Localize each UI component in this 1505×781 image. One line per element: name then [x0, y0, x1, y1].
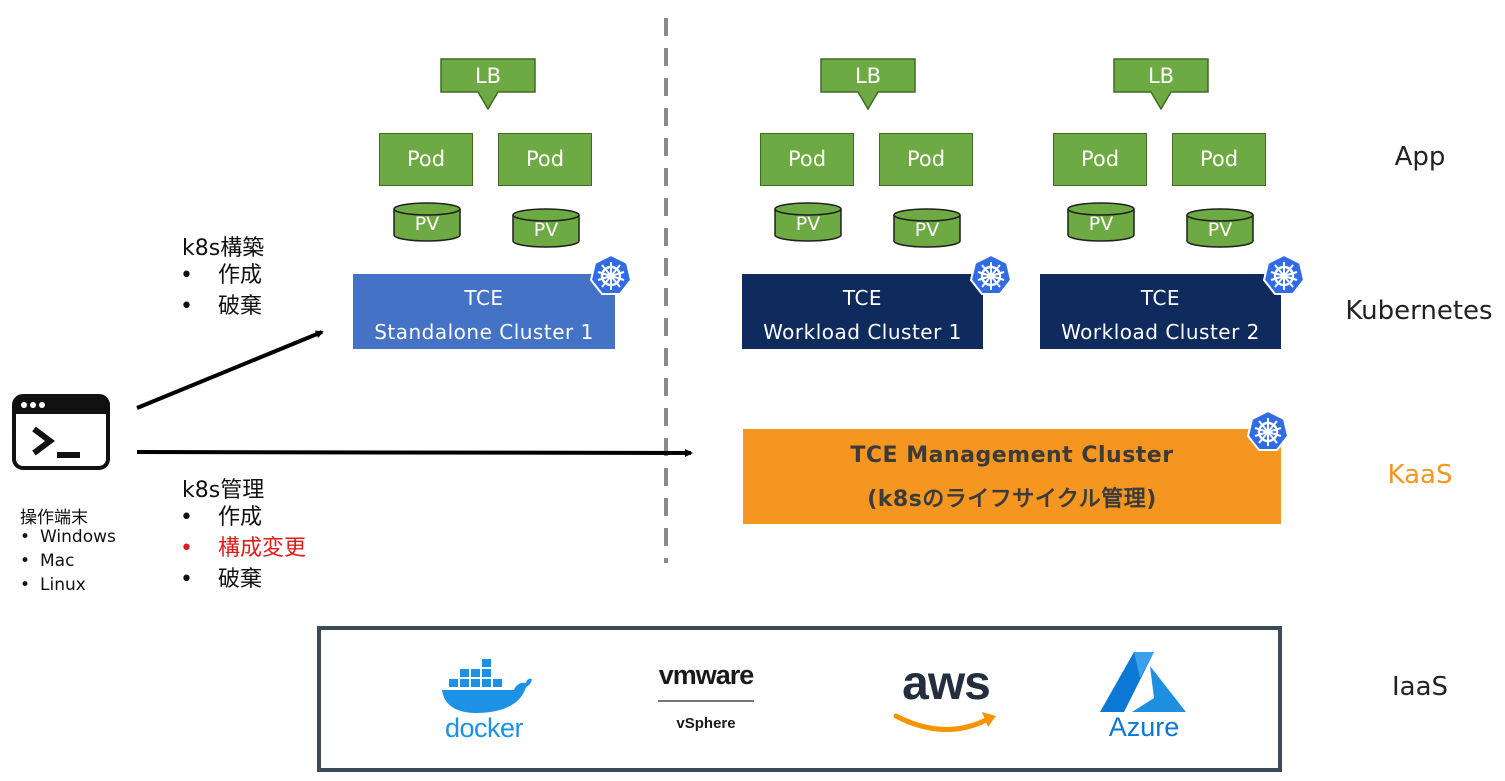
load-balancer: LB: [1113, 58, 1209, 110]
manage-item: 破棄: [180, 564, 306, 595]
workload-cluster-2: TCE Workload Cluster 2: [1040, 274, 1281, 349]
k8s-build-title: k8s構築: [182, 236, 265, 261]
layer-label-iaas: IaaS: [1391, 672, 1449, 702]
vmware-vsphere-logo: vmware vSphere: [650, 660, 762, 740]
section-divider: [664, 18, 668, 563]
os-item: Windows: [18, 525, 116, 549]
manage-item: 作成: [180, 502, 306, 533]
iaas-box: [317, 626, 1282, 772]
k8s-manage-list: 作成 構成変更 破棄: [180, 502, 306, 595]
os-item: Linux: [18, 573, 116, 597]
kubernetes-icon: [969, 253, 1013, 295]
terminal-icon: [12, 394, 110, 470]
os-list: Windows Mac Linux: [18, 525, 116, 597]
vmware-wordmark: vmware: [658, 660, 755, 690]
management-cluster: TCE Management Cluster (k8sのライフサイクル管理): [743, 429, 1281, 524]
persistent-volume: PV: [393, 202, 461, 242]
azure-wordmark: Azure: [1108, 712, 1180, 742]
k8s-manage-title: k8s管理: [182, 478, 265, 503]
workload-cluster-1: TCE Workload Cluster 1: [742, 274, 983, 349]
pod: Pod: [379, 133, 473, 186]
terminal-title: 操作端末: [20, 508, 88, 528]
arrow-to-standalone: [136, 330, 324, 410]
pod: Pod: [879, 133, 973, 186]
lb-label: LB: [474, 64, 502, 88]
load-balancer: LB: [820, 58, 916, 110]
azure-logo: Azure: [1096, 648, 1192, 746]
pod: Pod: [1053, 133, 1147, 186]
aws-logo: aws: [890, 657, 1002, 740]
layer-label-kubernetes: Kubernetes: [1345, 296, 1493, 326]
build-item: 破棄: [180, 291, 262, 322]
pod: Pod: [498, 133, 592, 186]
persistent-volume: PV: [512, 208, 580, 248]
layer-label-kaas: KaaS: [1387, 460, 1453, 490]
pod: Pod: [1172, 133, 1266, 186]
layer-label-app: App: [1394, 142, 1446, 172]
arrow-to-management: [136, 448, 693, 457]
aws-wordmark: aws: [902, 657, 991, 710]
kubernetes-icon: [1262, 253, 1306, 295]
pod: Pod: [760, 133, 854, 186]
persistent-volume: PV: [774, 202, 842, 242]
k8s-build-list: 作成 破棄: [180, 260, 262, 322]
load-balancer: LB: [440, 58, 536, 110]
standalone-cluster: TCE Standalone Cluster 1: [353, 274, 615, 349]
persistent-volume: PV: [1186, 208, 1254, 248]
manage-item: 構成変更: [180, 533, 306, 564]
vsphere-wordmark: vSphere: [676, 715, 736, 732]
kubernetes-icon: [589, 253, 633, 295]
persistent-volume: PV: [893, 208, 961, 248]
kubernetes-icon: [1246, 409, 1290, 451]
os-item: Mac: [18, 549, 116, 573]
persistent-volume: PV: [1067, 202, 1135, 242]
build-item: 作成: [180, 260, 262, 291]
docker-logo: docker: [432, 655, 536, 750]
docker-wordmark: docker: [444, 713, 524, 743]
